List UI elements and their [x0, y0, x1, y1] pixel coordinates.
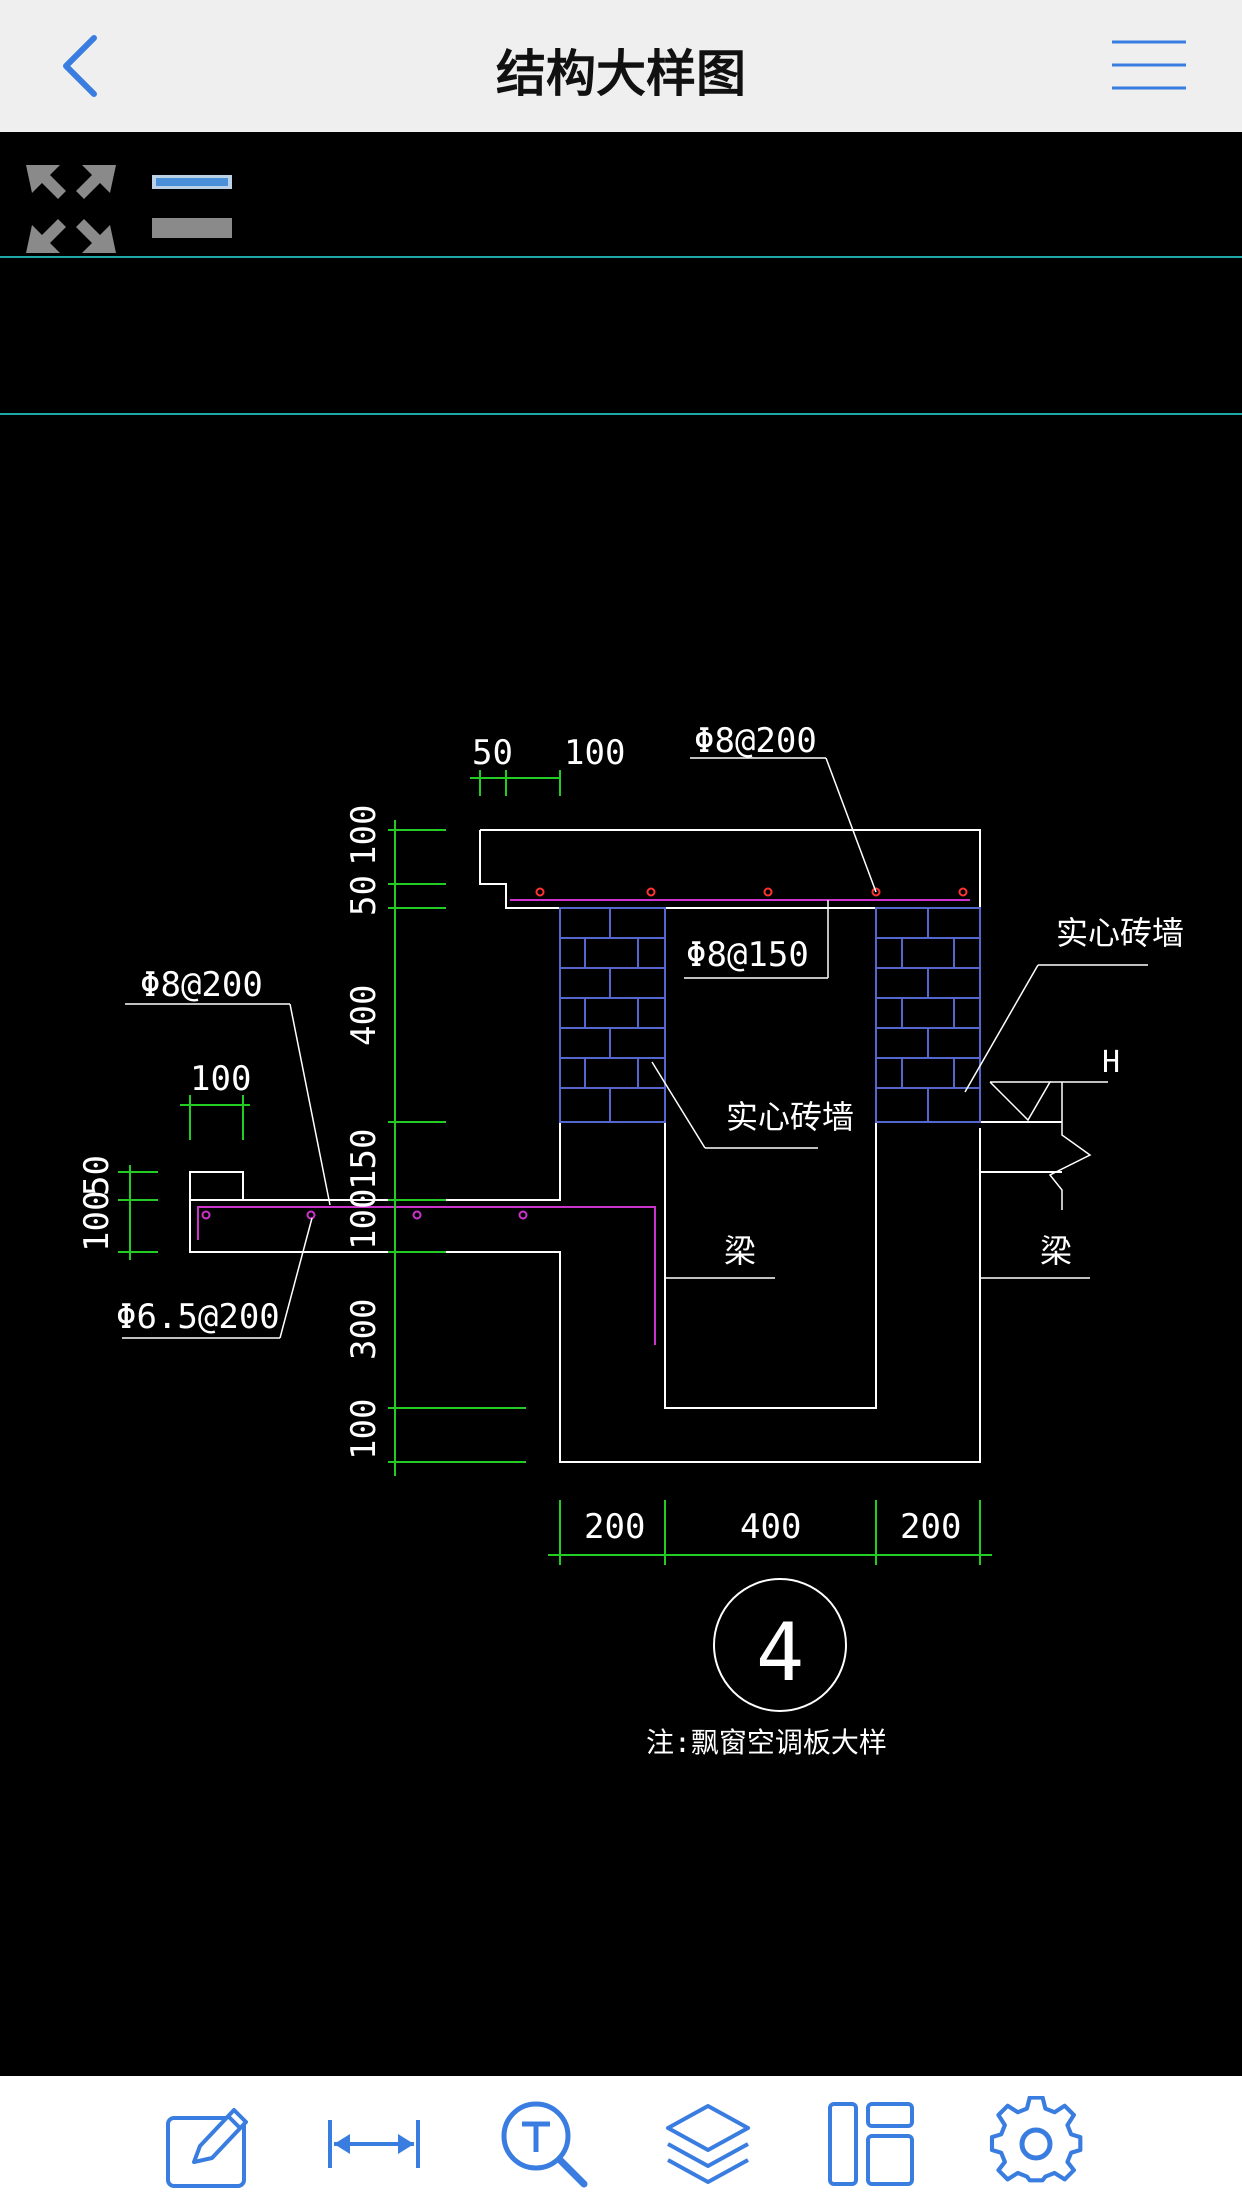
settings-icon — [989, 2095, 1083, 2183]
text-search-button[interactable] — [496, 2096, 592, 2192]
drawing-canvas[interactable]: 50 100 100 50 400 150 100 300 100 100 50… — [0, 132, 1242, 2076]
leader-lines — [122, 757, 1148, 1339]
measure-icon — [328, 2120, 420, 2168]
layout-button[interactable] — [824, 2096, 920, 2192]
dim-left-100-bottom: 100 — [344, 1399, 384, 1460]
detail-note: 注:飘窗空调板大样 — [646, 1726, 887, 1759]
detail-number: 4 — [756, 1606, 804, 1699]
dim-left-150: 150 — [344, 1129, 384, 1190]
brick-wall-left — [559, 907, 666, 1123]
dim-bottom-200-right: 200 — [900, 1507, 961, 1547]
dimension-lines — [118, 770, 992, 1565]
dim-left-400: 400 — [344, 985, 384, 1046]
edit-icon — [166, 2108, 248, 2188]
cad-drawing[interactable]: 50 100 100 50 400 150 100 300 100 100 50… — [0, 132, 1242, 2076]
layers-icon — [666, 2104, 750, 2184]
dim-bottom-400: 400 — [740, 1507, 801, 1547]
settings-button[interactable] — [988, 2095, 1084, 2192]
text-search-icon — [501, 2101, 588, 2188]
label-brick-right: 实心砖墙 — [1056, 914, 1184, 952]
label-beam-center: 梁 — [724, 1232, 756, 1270]
chevron-left-icon — [63, 35, 97, 97]
label-beam-right: 梁 — [1040, 1232, 1072, 1270]
dim-left-50: 50 — [344, 875, 384, 916]
layer-toggle-icon[interactable] — [152, 175, 232, 238]
detail-circle — [713, 1578, 847, 1712]
page-title: 结构大样图 — [496, 45, 746, 103]
measure-button[interactable] — [326, 2096, 422, 2192]
dim-left-100-mid: 100 — [344, 1189, 384, 1250]
dim-top-50: 50 — [472, 733, 513, 773]
bottom-toolbar — [0, 2076, 1242, 2208]
layout-icon — [828, 2102, 914, 2186]
back-button[interactable] — [50, 24, 130, 108]
dim-left-300: 300 — [344, 1299, 384, 1360]
menu-button[interactable] — [1104, 30, 1194, 100]
brick-wall-right — [875, 907, 981, 1123]
label-left-rebar: Φ8@200 — [140, 965, 263, 1005]
dim-bottom-200-left: 200 — [584, 1507, 645, 1547]
concrete-outline — [189, 829, 1062, 1463]
label-brick-center: 实心砖墙 — [726, 1098, 854, 1136]
dim-top-100: 100 — [564, 733, 625, 773]
label-top-rebar: Φ8@200 — [694, 721, 817, 761]
dim-span-100: 100 — [190, 1059, 251, 1099]
dim-small-50: 50 — [77, 1155, 117, 1196]
app-header: 结构大样图 — [0, 0, 1242, 133]
dim-small-100: 100 — [77, 1191, 117, 1252]
label-level: H — [1102, 1045, 1120, 1080]
layers-button[interactable] — [660, 2096, 756, 2192]
expand-arrows-icon[interactable] — [26, 165, 116, 253]
label-left-lower-rebar: Φ6.5@200 — [116, 1297, 280, 1337]
hamburger-menu-icon — [1112, 40, 1186, 90]
label-mid-rebar: Φ8@150 — [686, 935, 809, 975]
rebar-dots — [535, 887, 968, 897]
dim-left-100-top: 100 — [344, 805, 384, 866]
edit-button[interactable] — [160, 2096, 256, 2192]
rebar-dots-lower — [201, 1210, 528, 1220]
rebar — [197, 899, 970, 1345]
